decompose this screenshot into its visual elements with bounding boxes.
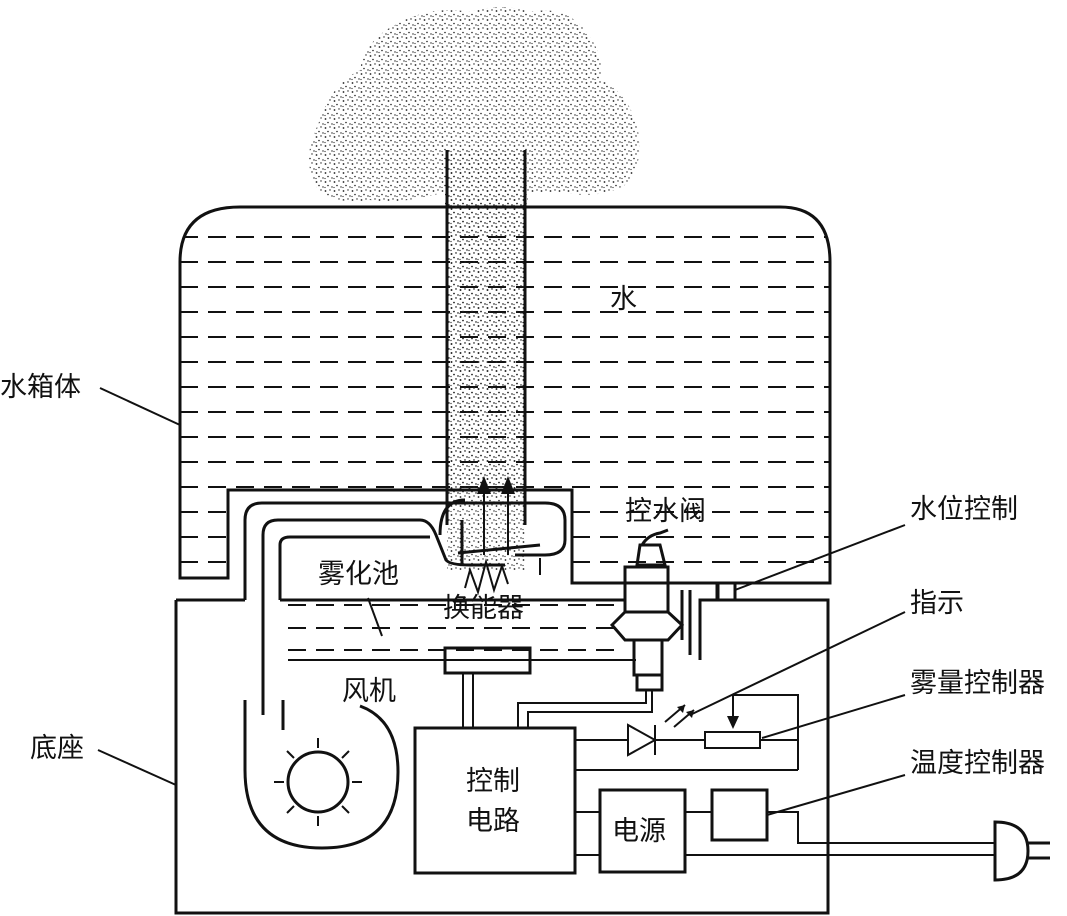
control-circuit-box	[413, 726, 798, 875]
plug-icon	[993, 820, 1050, 882]
control-circuit-label-1: 控制	[466, 766, 520, 797]
fan-icon	[274, 738, 362, 826]
atomizing-pool-label: 雾化池	[318, 559, 399, 590]
fan	[243, 700, 400, 850]
mist-controller-label: 雾量控制器	[910, 668, 1045, 699]
power-supply-box	[598, 788, 995, 874]
water-valve-label: 控水阀	[625, 496, 706, 527]
mist-arrows	[477, 476, 515, 555]
power-supply-label: 电源	[612, 816, 666, 847]
water-level-control-label: 水位控制	[910, 494, 1018, 525]
indicator-label: 指示	[910, 588, 964, 619]
transducer	[457, 543, 541, 596]
control-circuit-label-2: 电路	[466, 806, 520, 837]
temperature-controller-box	[710, 788, 995, 844]
tank-body-label: 水箱体	[0, 372, 81, 403]
base-label: 底座	[30, 733, 84, 764]
water-label: 水	[610, 284, 637, 315]
transducer-label: 换能器	[443, 593, 524, 624]
wiring	[443, 646, 653, 728]
leader-lines	[97, 387, 906, 816]
diode-icon	[627, 704, 705, 757]
air-duct	[243, 498, 567, 715]
fan-label: 风机	[342, 676, 396, 707]
water-valve	[609, 528, 737, 692]
temperature-controller-label: 温度控制器	[910, 748, 1045, 779]
resistor-icon	[704, 694, 799, 770]
mist-cloud	[309, 7, 640, 205]
